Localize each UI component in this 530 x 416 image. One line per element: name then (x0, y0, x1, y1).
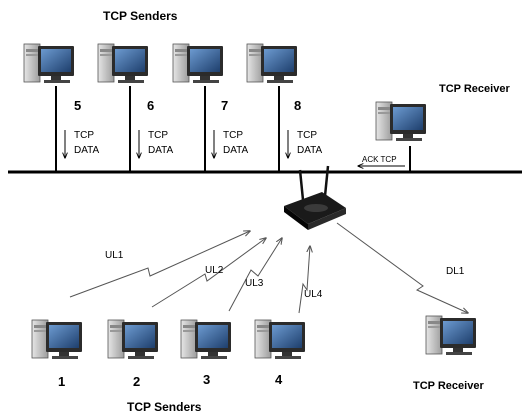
bottom-receiver-title: TCP Receiver (413, 380, 484, 392)
computer-icon-5 (23, 43, 75, 84)
uplink-ul2 (151, 238, 266, 308)
computer-icon-1 (31, 319, 83, 360)
downlink-label-dl1: DL1 (446, 266, 465, 277)
uplink-label-ul3: UL3 (245, 278, 264, 289)
sender-number-4: 4 (275, 372, 283, 387)
tcp-label-6: TCP (148, 130, 168, 141)
uplink-ul3 (228, 238, 282, 312)
tcp-label-5: TCP (74, 130, 94, 141)
sender-number-7: 7 (221, 98, 228, 113)
sender-number-8: 8 (294, 98, 301, 113)
top-senders-title: TCP Senders (103, 9, 178, 23)
sender-number-1: 1 (58, 374, 65, 389)
uplink-ul4 (298, 246, 310, 314)
sender-number-2: 2 (133, 374, 140, 389)
tcp-label-7: TCP (223, 130, 243, 141)
sender-number-5: 5 (74, 98, 81, 113)
data-label-6: DATA (148, 145, 174, 156)
sender-number-3: 3 (203, 372, 210, 387)
data-label-8: DATA (297, 145, 323, 156)
uplink-label-ul1: UL1 (105, 250, 124, 261)
computer-icon-4 (254, 319, 306, 360)
computer-icon-8 (246, 43, 298, 84)
uplink-ul1 (69, 231, 250, 298)
computer-icon-receiver-bottom (425, 315, 477, 356)
uplink-label-ul4: UL4 (304, 289, 323, 300)
computer-icon-6 (97, 43, 149, 84)
uplink-label-ul2: UL2 (205, 265, 224, 276)
computer-icon-receiver-top (375, 101, 427, 142)
downlink-dl1 (336, 222, 468, 313)
computer-icon-7 (172, 43, 224, 84)
data-label-5: DATA (74, 145, 100, 156)
bottom-senders-title: TCP Senders (127, 400, 202, 414)
ack-label: ACK TCP (362, 155, 397, 164)
computer-icon-3 (180, 319, 232, 360)
tcp-label-8: TCP (297, 130, 317, 141)
computer-icon-2 (107, 319, 159, 360)
wireless-access-point-icon (284, 165, 346, 230)
data-label-7: DATA (223, 145, 249, 156)
top-receiver-title: TCP Receiver (439, 83, 510, 95)
sender-number-6: 6 (147, 98, 154, 113)
